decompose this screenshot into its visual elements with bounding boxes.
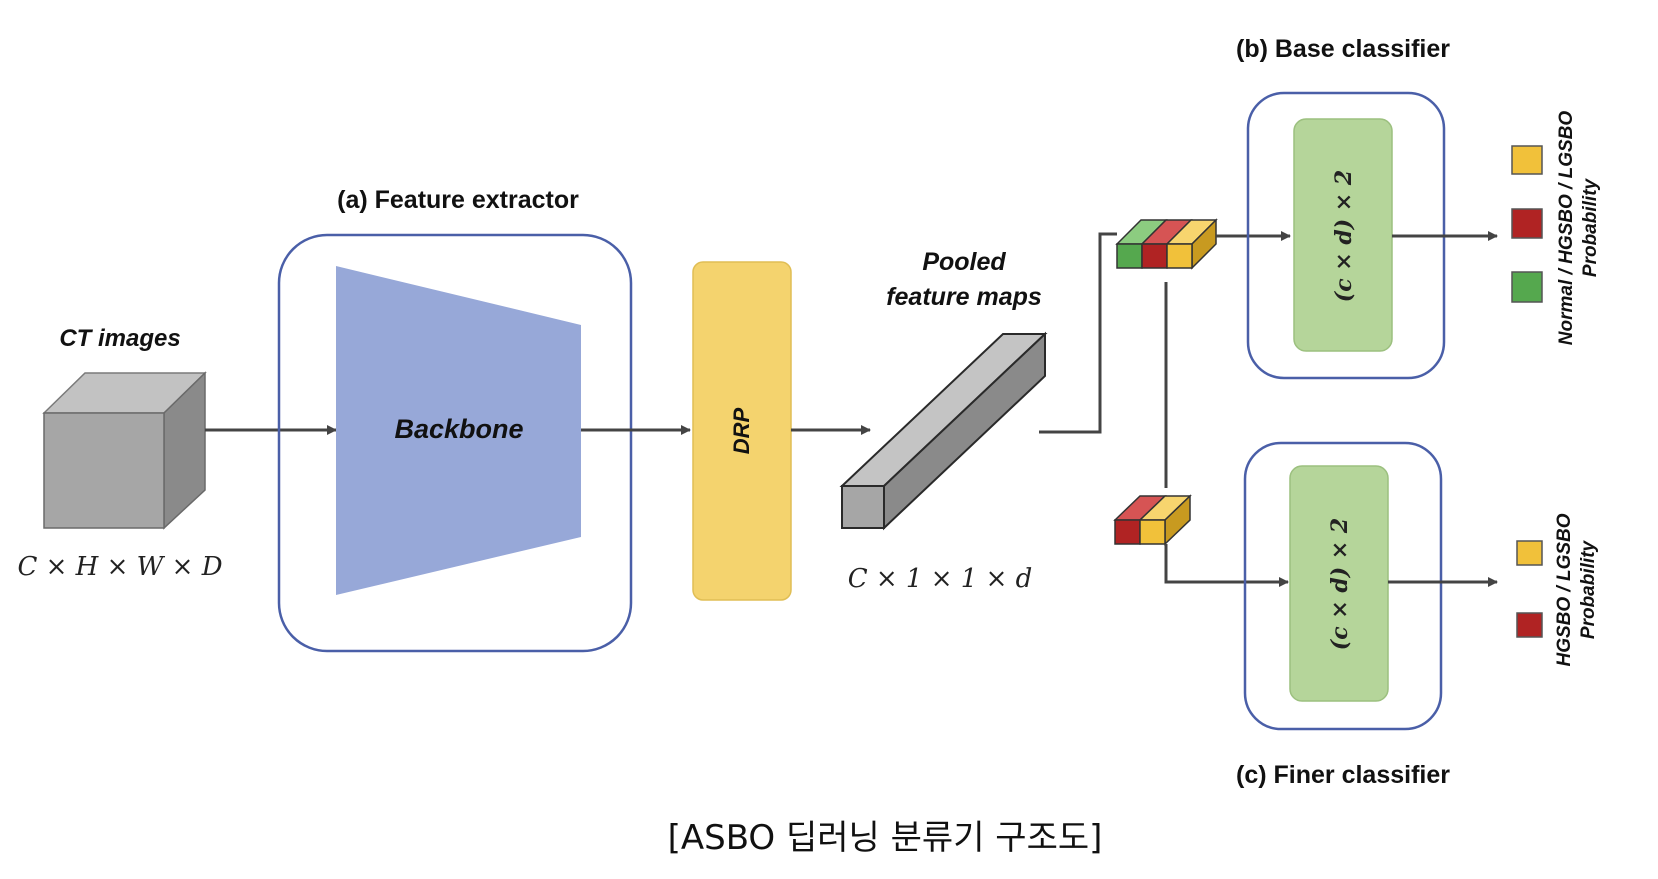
finer-output-label-line2: Probability bbox=[1578, 539, 1599, 639]
base-output-label-line1: Normal / HGSBO / LGSBO bbox=[1556, 111, 1577, 346]
base-output-green-swatch bbox=[1511, 271, 1543, 303]
feature-extractor-frame bbox=[277, 233, 633, 653]
base-classifier-title: (b) Base classifier bbox=[1236, 35, 1450, 63]
base-output-label-line2: Probability bbox=[1580, 177, 1601, 277]
arrow-vector-to-finer-block bbox=[1164, 544, 1289, 587]
ct-images-cube bbox=[42, 371, 207, 530]
finer-feature-vector bbox=[1113, 494, 1192, 546]
figure-caption: [ASBO 딥러닝 분류기 구조도] bbox=[668, 818, 1103, 858]
base-output-red-swatch bbox=[1511, 208, 1543, 239]
pooled-feature-bar bbox=[839, 331, 1048, 531]
ct-images-label: CT images bbox=[59, 325, 180, 352]
pooled-label-line2: feature maps bbox=[886, 283, 1042, 311]
pooled-dims-label: C × 1 × 1 × d bbox=[848, 564, 1033, 594]
backbone-label: Backbone bbox=[394, 414, 523, 444]
base-output-yellow-swatch bbox=[1511, 145, 1543, 175]
base-block-label: (c × d) × 2 bbox=[1331, 170, 1357, 302]
finer-classifier-frame bbox=[1243, 441, 1443, 731]
finer-block-label: (c × d) × 2 bbox=[1327, 518, 1353, 650]
drp-label: DRP bbox=[729, 407, 754, 454]
feature-extractor-title: (a) Feature extractor bbox=[337, 186, 579, 214]
input-dims-label: C × H × W × D bbox=[17, 552, 222, 582]
connector-pooled-to-base bbox=[1039, 232, 1117, 434]
finer-output-label-line1: HGSBO / LGSBO bbox=[1554, 513, 1575, 666]
finer-classifier-title: (c) Finer classifier bbox=[1236, 761, 1450, 789]
backbone-shape bbox=[336, 266, 581, 595]
finer-output-red-swatch bbox=[1516, 612, 1543, 638]
pooled-label-line1: Pooled bbox=[922, 248, 1006, 276]
finer-output-yellow-swatch bbox=[1516, 540, 1543, 566]
base-feature-vector bbox=[1115, 218, 1218, 270]
